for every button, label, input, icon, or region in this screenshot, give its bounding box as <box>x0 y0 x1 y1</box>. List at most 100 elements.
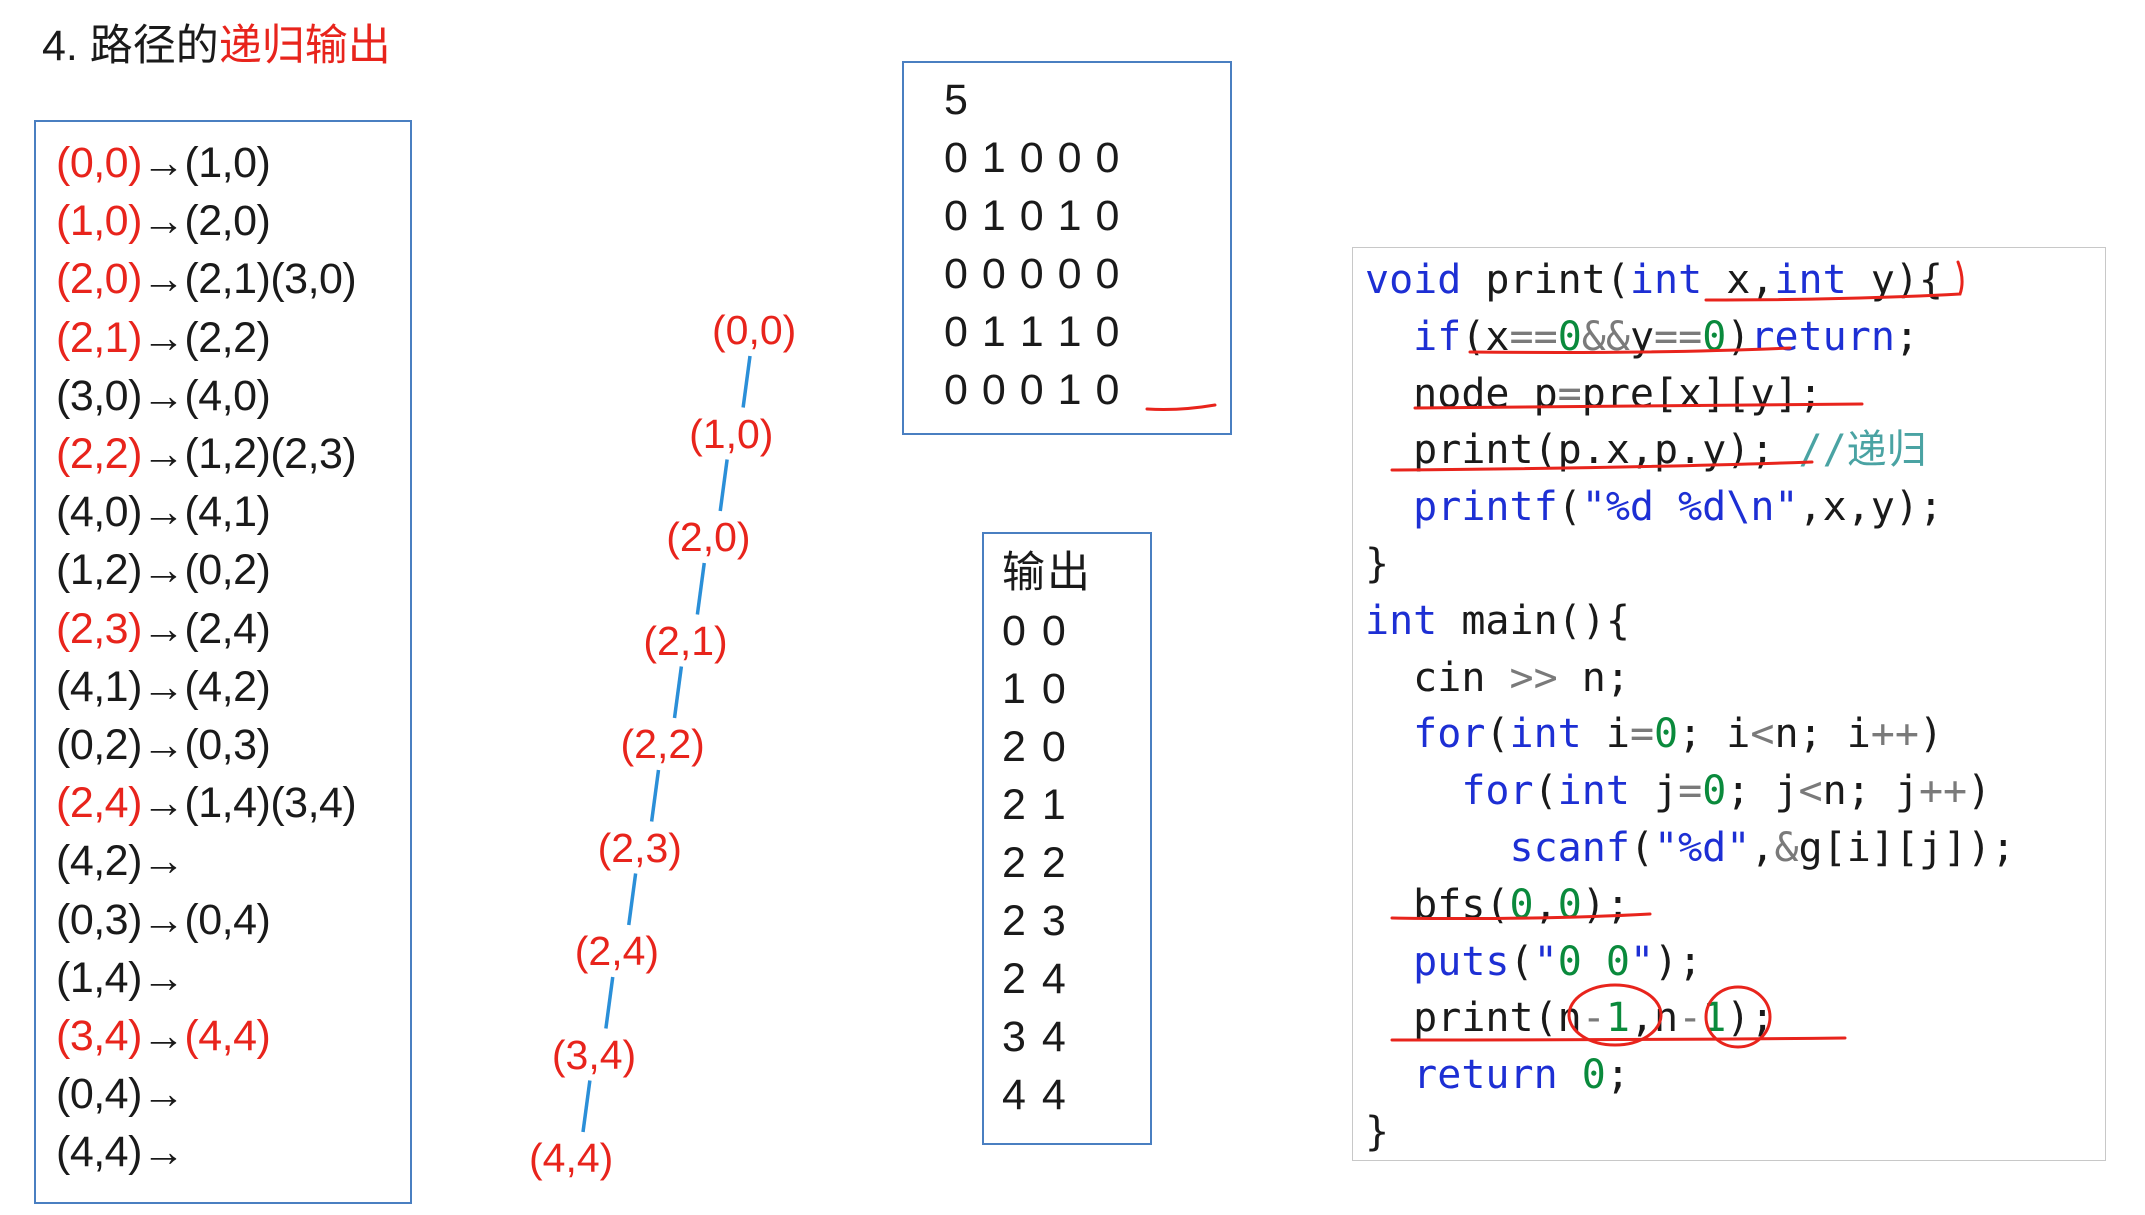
output-line: 2 0 <box>1002 723 1068 771</box>
code-token: pre[x][y]; <box>1581 370 1823 417</box>
bfs-to: (1,2)(2,3) <box>184 430 357 478</box>
page-title: 4. 路径的递归输出 <box>42 16 391 76</box>
bfs-to: (4,0) <box>184 371 271 420</box>
code-token: int <box>1629 257 1703 303</box>
arrow-icon: → <box>141 546 185 595</box>
code-token: x, <box>1702 257 1775 303</box>
code-token: ; <box>1605 1052 1630 1099</box>
bfs-from: (0,0) <box>56 139 142 187</box>
code-token: ; <box>1894 313 1919 360</box>
arrow-icon: → <box>141 371 185 420</box>
bfs-to: (4,1) <box>184 488 271 537</box>
bfs-row: (4,4)→ <box>56 1127 185 1177</box>
code-token: = <box>1557 370 1582 417</box>
code-token: ( <box>1629 825 1655 871</box>
bfs-row: (2,3)→(2,4) <box>56 604 271 654</box>
underline-bfs <box>1390 912 1652 920</box>
bfs-from: (4,1) <box>56 662 142 711</box>
path-connector-line <box>604 976 615 1029</box>
bfs-from: (2,1) <box>56 313 142 362</box>
arrow-icon: → <box>141 953 185 1002</box>
code-token: ; j <box>1726 768 1799 815</box>
code-token: ; i <box>1678 711 1751 758</box>
code-line: for(int j=0; j<n; j++) <box>1365 763 1991 819</box>
code-token: void <box>1365 257 1462 303</box>
bfs-to: (0,2) <box>184 546 271 595</box>
arrow-icon: → <box>141 779 185 828</box>
grid-row: 0 0 0 0 0 <box>944 250 1121 298</box>
code-line: int main(){ <box>1365 593 1630 649</box>
bfs-from: (2,0) <box>56 255 142 304</box>
code-line: bfs(0,0); <box>1365 877 1630 933</box>
code-token: n; i <box>1774 711 1871 758</box>
title-prefix: 4. 路径的 <box>42 22 219 70</box>
arrow-icon: → <box>141 721 185 769</box>
code-token: ++ <box>1870 711 1919 758</box>
bfs-from: (2,2) <box>56 430 142 478</box>
code-token: ( <box>1533 768 1558 815</box>
grid-row: 0 1 0 0 0 <box>944 134 1121 182</box>
bfs-to: (1,0) <box>184 139 271 187</box>
circle-n-minus-1-second <box>1704 985 1772 1049</box>
path-node: (2,4) <box>574 928 660 974</box>
output-line: 2 2 <box>1002 839 1068 887</box>
code-token: return <box>1750 313 1895 360</box>
code-token: 0 <box>1654 711 1679 758</box>
bfs-to: (1,4)(3,4) <box>184 779 357 828</box>
code-token: int <box>1774 257 1847 303</box>
arrow-icon: → <box>141 1128 185 1177</box>
code-token: 0 <box>1509 881 1534 928</box>
code-line: return 0; <box>1365 1047 1630 1103</box>
code-token: ,n <box>1629 995 1679 1042</box>
output-line: 1 0 <box>1002 665 1068 713</box>
title-highlight: 递归输出 <box>218 22 391 70</box>
bfs-from: (3,0) <box>56 371 142 420</box>
output-header: 输出 <box>1002 549 1092 597</box>
bfs-row: (4,0)→(4,1) <box>56 487 271 537</box>
path-connector-line <box>741 355 752 408</box>
bfs-row: (3,4)→(4,4) <box>56 1011 271 1061</box>
grid-row: 0 1 0 1 0 <box>944 192 1121 240</box>
circle-n-minus-1-first <box>1567 983 1663 1047</box>
code-token: j <box>1629 768 1679 815</box>
bfs-row: (0,2)→(0,3) <box>56 720 271 770</box>
code-token: ( <box>1509 938 1534 985</box>
code-token: print( <box>1461 257 1630 303</box>
code-token: "%d" <box>1654 825 1751 871</box>
underline-if-condition <box>1468 346 1792 354</box>
arrow-icon: → <box>141 197 185 246</box>
path-connector-line <box>695 562 706 615</box>
underline-grid-zero <box>1145 403 1217 411</box>
bfs-from: (4,4) <box>56 1128 142 1177</box>
bfs-row: (2,4)→(1,4)(3,4) <box>56 778 357 828</box>
code-token: } <box>1365 1109 1390 1155</box>
code-line: printf("%d %d\n",x,y); <box>1365 479 1943 535</box>
code-token: int <box>1365 597 1438 644</box>
output-line: 2 4 <box>1002 955 1068 1003</box>
grid-row: 0 0 0 1 0 <box>944 366 1121 414</box>
code-token: cin <box>1365 654 1510 701</box>
code-token: 0 <box>1581 1052 1606 1099</box>
code-line: } <box>1365 536 1389 592</box>
bfs-to: (0,3) <box>184 721 271 769</box>
bfs-row: (2,2)→(1,2)(2,3) <box>56 429 357 479</box>
code-token: ( <box>1485 711 1510 758</box>
code-token: " <box>1629 938 1655 985</box>
arrow-icon: → <box>141 488 185 537</box>
bfs-row: (1,2)→(0,2) <box>56 545 271 595</box>
bfs-from: (4,0) <box>56 488 142 537</box>
bfs-row: (0,4)→ <box>56 1069 185 1119</box>
code-token: ++ <box>1918 768 1968 815</box>
code-line: puts("0 0"); <box>1365 934 1702 990</box>
bfs-row: (1,4)→ <box>56 953 185 1003</box>
code-token: ) <box>1967 768 1992 815</box>
arrow-icon: → <box>141 604 185 653</box>
underline-print-call <box>1390 1036 1847 1042</box>
code-token: , <box>1750 825 1775 871</box>
arrow-icon: → <box>141 837 185 886</box>
bfs-row: (0,3)→(0,4) <box>56 895 271 945</box>
code-token: 0 <box>1702 768 1727 815</box>
bfs-from: (1,2) <box>56 546 142 595</box>
code-line: cin >> n; <box>1365 650 1630 706</box>
